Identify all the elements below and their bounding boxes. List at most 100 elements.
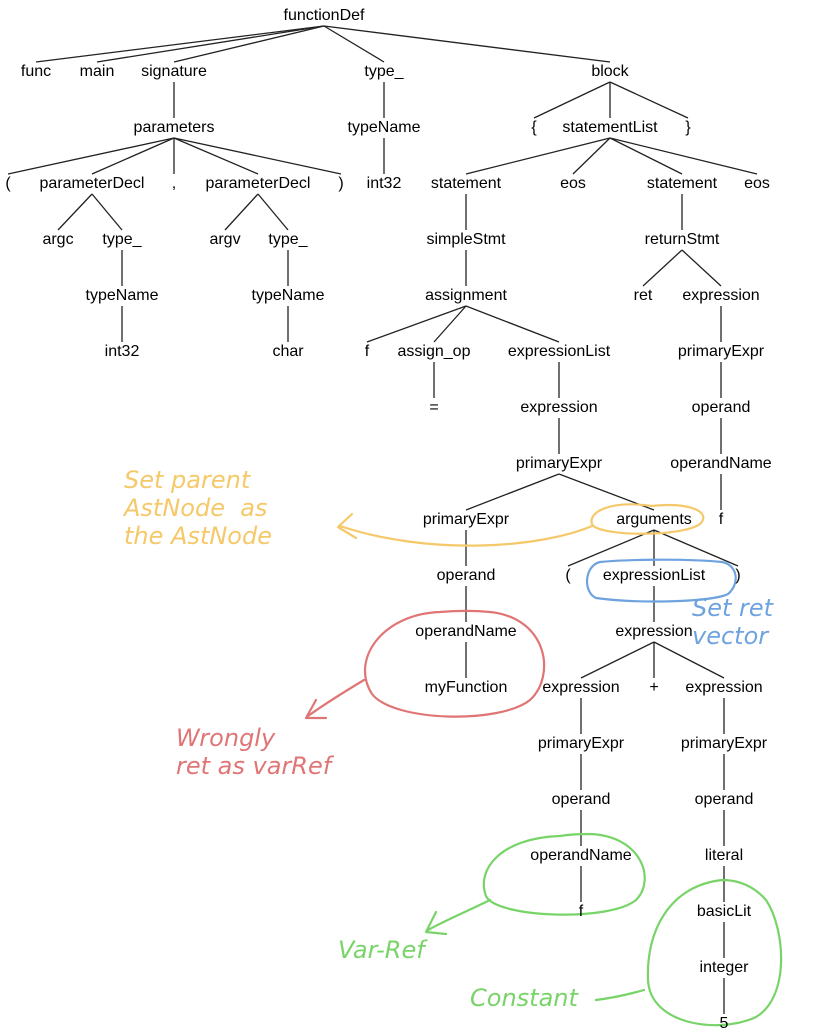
tree-node: statement (646, 175, 718, 192)
tree-edge (7, 137, 175, 175)
tree-node: func (20, 63, 52, 80)
tree-node: expression (682, 287, 760, 304)
orange-annotation-stroke (336, 503, 705, 547)
tree-node: operand (691, 399, 751, 416)
tree-node: = (429, 399, 439, 416)
tree-node: simpleStmt (426, 231, 506, 248)
tree-node: primaryExpr (515, 455, 603, 472)
tree-node: ( (5, 175, 11, 192)
green-constant-annotation-stroke (594, 878, 783, 1027)
tree-node: , (171, 175, 177, 192)
tree-edge (609, 81, 689, 119)
blue-annotation-stroke (586, 558, 737, 603)
tree-node: parameterDecl (39, 175, 145, 192)
tree-edge (224, 193, 259, 231)
tree-edge (91, 193, 123, 231)
tree-node: expression (520, 399, 598, 416)
tree-node: parameterDecl (205, 175, 311, 192)
tree-node: signature (141, 63, 207, 80)
annotation-orange: Set parent AstNode as the AstNode (124, 466, 272, 550)
tree-edge (609, 137, 683, 175)
tree-node: operand (551, 791, 611, 808)
annotation-red: Wrongly ret as varRef (176, 724, 332, 780)
tree-node: expression (542, 679, 620, 696)
tree-node: argv (209, 231, 241, 248)
tree-node: integer (699, 959, 749, 976)
tree-edge (57, 193, 93, 231)
tree-node: typeName (85, 287, 159, 304)
tree-node: primaryExpr (677, 343, 765, 360)
tree-node: main (79, 63, 115, 80)
tree-edge (173, 25, 325, 63)
tree-node: eos (744, 175, 770, 192)
tree-node: int32 (366, 175, 402, 192)
tree-edge (465, 305, 560, 343)
tree-edge (533, 81, 611, 119)
tree-node: operand (694, 791, 754, 808)
tree-node: typeName (347, 119, 421, 136)
red-annotation-stroke (304, 609, 546, 720)
tree-node: primaryExpr (537, 735, 625, 752)
tree-edge (653, 641, 725, 679)
tree-node: primaryExpr (680, 735, 768, 752)
tree-node: expressionList (507, 343, 611, 360)
tree-node: type_ (102, 231, 142, 248)
tree-node: } (685, 119, 691, 136)
tree-node: operandName (530, 847, 632, 864)
tree-edge (323, 25, 611, 63)
annotation-blue: Set ret vector (692, 594, 774, 650)
tree-node: { (531, 119, 537, 136)
tree-node: basicLit (696, 903, 752, 920)
tree-node: block (591, 63, 629, 80)
tree-node: char (272, 343, 304, 360)
tree-edge (580, 641, 655, 679)
tree-edge (653, 529, 739, 567)
green-varref-annotation-stroke (424, 832, 646, 936)
tree-edge (681, 249, 722, 287)
tree-node: argc (42, 231, 74, 248)
tree-node: f (718, 511, 724, 528)
tree-edge (91, 137, 175, 175)
tree-edge (567, 529, 655, 567)
annotation-green-constant: Constant (470, 984, 578, 1012)
tree-node: type_ (364, 63, 404, 80)
tree-node: assignment (425, 287, 507, 304)
tree-edge (642, 249, 683, 287)
tree-node: + (649, 679, 659, 696)
tree-node: operandName (670, 455, 772, 472)
tree-node: expression (685, 679, 763, 696)
tree-node: myFunction (424, 679, 508, 696)
annotation-green-varref: Var-Ref (338, 936, 425, 964)
tree-edge (465, 473, 560, 511)
tree-node: operandName (415, 623, 517, 640)
tree-node: expressionList (602, 567, 706, 584)
tree-edge (609, 137, 758, 175)
tree-node: ret (633, 287, 653, 304)
tree-edge (173, 137, 259, 175)
tree-edge (35, 25, 325, 63)
tree-node: 5 (719, 1015, 729, 1032)
tree-node: statementList (562, 119, 658, 136)
tree-node: typeName (251, 287, 325, 304)
tree-node: expression (615, 623, 693, 640)
tree-node: f (364, 343, 370, 360)
tree-node: literal (704, 847, 744, 864)
tree-node: type_ (268, 231, 308, 248)
tree-edge (465, 137, 611, 175)
tree-node: eos (560, 175, 586, 192)
tree-node: primaryExpr (422, 511, 510, 528)
tree-edge (572, 137, 611, 175)
tree-edge (257, 193, 289, 231)
tree-node: assign_op (397, 343, 471, 360)
tree-node: int32 (104, 343, 140, 360)
tree-node: ( (565, 567, 571, 584)
tree-edge (96, 25, 325, 63)
tree-node: operand (436, 567, 496, 584)
tree-node: ) (338, 175, 344, 192)
tree-node: parameters (133, 119, 215, 136)
tree-node: functionDef (283, 7, 365, 24)
tree-edge (366, 305, 467, 343)
tree-edge (433, 305, 467, 343)
